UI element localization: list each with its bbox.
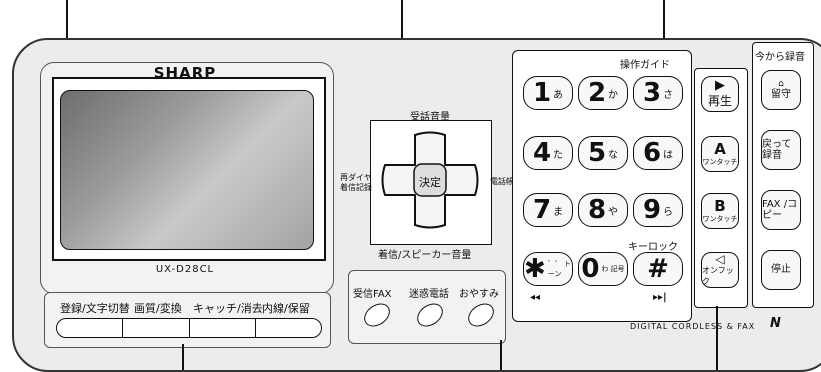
onhook-button[interactable]: ◁ オンフック bbox=[701, 252, 739, 288]
softkey-label-register: 登録/文字切替 bbox=[60, 302, 130, 315]
fax-receive-label: 受信FAX bbox=[353, 289, 392, 300]
sleep-label: おやすみ bbox=[459, 289, 499, 300]
lcd-display bbox=[60, 90, 314, 250]
dpad-center-button[interactable]: 決定 bbox=[419, 176, 441, 189]
fax-copy-button[interactable]: FAX /コピー bbox=[761, 190, 801, 230]
softkey-label-catch: キャッチ/消去 bbox=[193, 302, 263, 315]
nuisance-call-label: 迷惑電話 bbox=[409, 289, 449, 300]
guide-label: 操作ガイド bbox=[620, 60, 670, 71]
speaker-icon: ◁ bbox=[715, 252, 725, 266]
onetouch-b-button[interactable]: B ワンタッチ bbox=[701, 193, 739, 229]
back-record-button[interactable]: 戻って 録音 bbox=[761, 130, 801, 170]
caller-log-label: 着信記録 bbox=[340, 183, 372, 192]
rewind-icon: ◂◂ bbox=[530, 292, 541, 303]
key-hash[interactable]: # bbox=[633, 252, 683, 286]
footer-text: DIGITAL CORDLESS & FAX bbox=[630, 322, 756, 331]
callout-line-function bbox=[500, 340, 502, 370]
callout-line-side bbox=[716, 306, 718, 370]
callout-line-softkeys bbox=[182, 344, 184, 370]
softkey-label-quality: 画質/変換 bbox=[134, 302, 182, 315]
softkey-register-button[interactable] bbox=[57, 319, 124, 337]
cassette-icon: ⌂ bbox=[778, 79, 784, 90]
key-star[interactable]: ✱゛゜ トーン bbox=[523, 252, 573, 286]
onetouch-a-button[interactable]: A ワンタッチ bbox=[701, 136, 739, 172]
play-button[interactable]: ▶ 再生 bbox=[701, 76, 739, 112]
dpad[interactable] bbox=[380, 130, 480, 230]
redial-label: 再ダイヤ bbox=[340, 173, 372, 182]
callout-line-keypad bbox=[663, 0, 665, 52]
softkey-catch-button[interactable] bbox=[190, 319, 256, 337]
softkey-bar bbox=[56, 318, 322, 338]
softkey-intercom-button[interactable] bbox=[256, 319, 321, 337]
keylock-label: キーロック bbox=[628, 242, 678, 253]
softkey-label-intercom: 内線/保留 bbox=[262, 302, 310, 315]
phonebook-label: 電話帳 bbox=[490, 177, 514, 186]
record-now-label: 今から録音 bbox=[755, 52, 805, 63]
volume-label: 受話音量 bbox=[410, 112, 450, 123]
brand-mark: N bbox=[770, 316, 781, 331]
answering-machine-button[interactable]: ⌂ 留守 bbox=[761, 70, 801, 110]
forward-icon: ▸▸| bbox=[653, 292, 667, 303]
speaker-volume-label: 着信/スピーカー音量 bbox=[378, 250, 472, 261]
softkey-quality-button[interactable] bbox=[123, 319, 190, 337]
stop-button[interactable]: 停止 bbox=[761, 250, 801, 290]
model-name: UX-D28CL bbox=[155, 264, 215, 275]
play-icon: ▶ bbox=[715, 78, 725, 93]
